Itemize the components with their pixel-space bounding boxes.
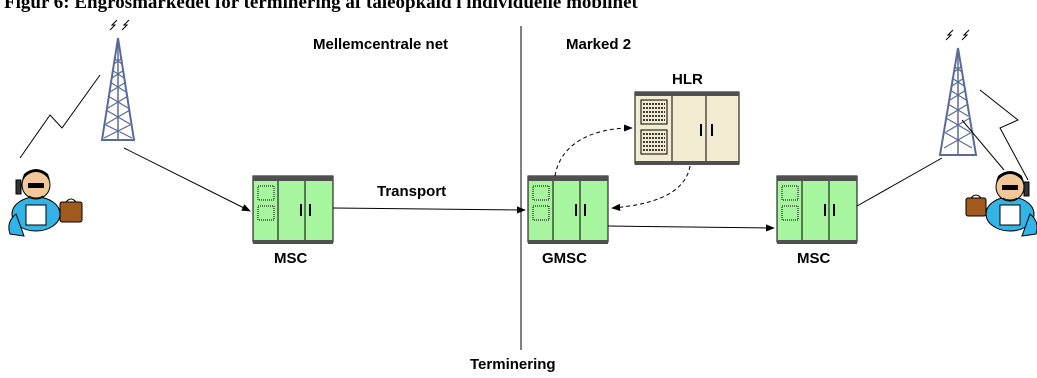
- transport-link: [332, 206, 526, 214]
- gmsc-label: GMSC: [542, 250, 587, 267]
- transport-label: Transport: [377, 183, 447, 200]
- left-tower-icon: [100, 19, 136, 141]
- tower-to-person-link: [961, 119, 1005, 171]
- left-radio-link: [19, 74, 101, 159]
- right-tower-icon: [938, 29, 978, 156]
- msc-left-switch: [252, 175, 334, 244]
- caller-person-icon: [8, 169, 83, 237]
- region-label-left: Mellemcentrale net: [313, 36, 449, 53]
- msc-left-label: MSC: [274, 250, 308, 267]
- hlr-response-link: [611, 165, 691, 211]
- msc-to-tower-link: [856, 157, 943, 207]
- gmsc-to-msc-link: [607, 224, 775, 232]
- msc-right-label: MSC: [797, 250, 831, 267]
- hlr-query-link: [554, 124, 633, 177]
- hlr-server: [634, 91, 740, 165]
- hlr-label: HLR: [672, 71, 703, 88]
- gmsc-switch: [527, 175, 609, 244]
- right-radio-link: [979, 89, 1029, 181]
- tower-to-msc-link: [123, 147, 251, 212]
- receiver-person-icon: [965, 171, 1037, 237]
- figure-title: Figur 6: Engrosmarkedet for terminering …: [4, 0, 638, 13]
- region-label-right: Marked 2: [566, 36, 632, 53]
- msc-right-switch: [776, 175, 858, 244]
- divider-label: Terminering: [470, 356, 556, 373]
